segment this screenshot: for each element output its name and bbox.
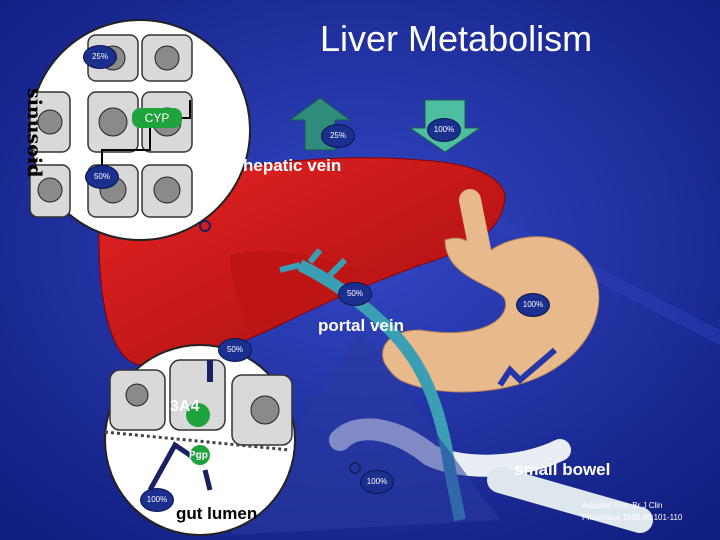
portal-vein-label: portal vein [318, 316, 404, 335]
pct-gut-lumen-in: 100% [140, 488, 174, 512]
slide-title: Liver Metabolism [320, 18, 593, 59]
sinusoid-pathway [101, 118, 151, 168]
pct-gut-cell-out: 50% [218, 338, 252, 362]
hepatic-vein-label: hepatic vein [243, 156, 342, 175]
cyp-label: CYP [132, 108, 182, 128]
pct-stomach: 100% [516, 293, 550, 317]
liver-lobe [230, 250, 360, 330]
pct-sinusoid-top: 25% [83, 45, 117, 69]
small-bowel-label: small bowel [514, 460, 611, 479]
credit: Adapted from Br J Clin Pharmacol 1998;46… [582, 500, 682, 524]
credit-line-2: Pharmacol 1998;46:101-110 [582, 513, 683, 522]
liver-marker [199, 220, 211, 232]
pct-hepatic-out: 25% [321, 124, 355, 148]
enterocyte-nuclei [125, 383, 280, 425]
zoom-wedge [230, 330, 500, 535]
cyp3a4-blob [186, 403, 210, 427]
portal-vein [297, 259, 466, 522]
portal-branches [279, 248, 348, 278]
pct-bowel: 100% [360, 470, 394, 494]
stomach-arrow [497, 347, 557, 387]
microvilli [104, 430, 291, 452]
pct-hepatic-in: 100% [427, 118, 461, 142]
credit-line-1: Adapted from Br J Clin [582, 501, 663, 510]
gut-lumen-label: gut lumen [176, 504, 258, 523]
pct-sinusoid-bottom: 50% [85, 165, 119, 189]
efflux-arrow [202, 469, 213, 491]
sinusoid-label: sinusoid [23, 88, 45, 178]
stomach [382, 236, 600, 393]
pgp-label: Pgp [189, 450, 208, 461]
bowel-segment [487, 467, 653, 533]
pct-portal: 50% [338, 282, 372, 306]
cyp3a4-label: 3A4 [170, 398, 200, 415]
pgp-blob [190, 445, 210, 465]
bowel-marker [349, 462, 361, 474]
esophagus [459, 189, 491, 261]
